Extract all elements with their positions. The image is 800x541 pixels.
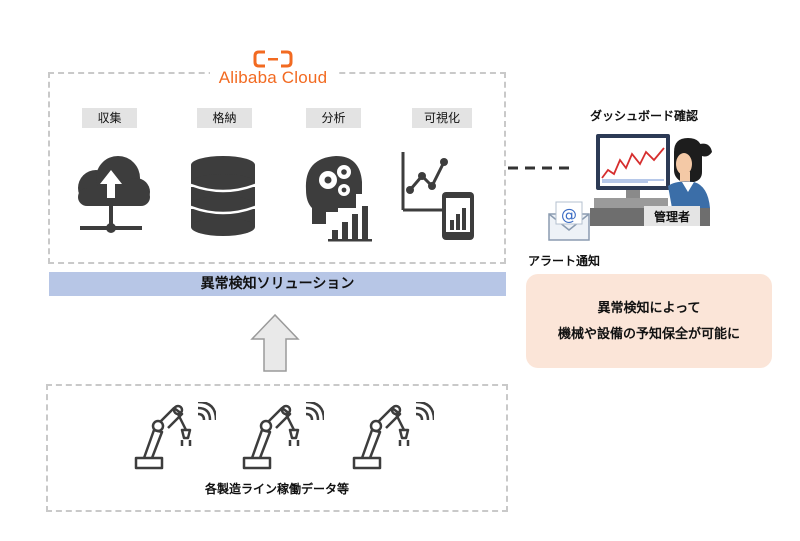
robot-arm-icon (134, 402, 216, 470)
admin-monitor-icon (590, 134, 712, 226)
alert-caption: アラート通知 (528, 254, 601, 268)
robot-arm-icon (242, 402, 324, 470)
step-label-store: 格納 (197, 108, 252, 128)
step-label-analyze: 分析 (306, 108, 361, 128)
admin-badge-label: 管理者 (653, 210, 690, 224)
factory-caption: 各製造ライン稼働データ等 (204, 482, 349, 496)
result-line-1: 異常検知によって (597, 301, 701, 316)
result-box: 異常検知によって 機械や設備の予知保全が可能に (526, 274, 772, 368)
dashed-connector (508, 166, 574, 170)
database-icon (190, 156, 256, 236)
admin-badge: 管理者 (644, 206, 700, 226)
result-line-2: 機械や設備の予知保全が可能に (557, 327, 740, 342)
alibaba-cloud-logo-icon (253, 50, 293, 68)
cloud-upload-icon (78, 156, 150, 233)
svg-text:@: @ (561, 205, 577, 224)
alibaba-cloud-logo-text: Alibaba Cloud (218, 68, 328, 87)
step-label-visualize: 可視化 (412, 108, 472, 128)
factory-box (46, 384, 508, 512)
up-arrow-icon (250, 313, 300, 372)
step-label-collect: 収集 (82, 108, 137, 128)
alibaba-cloud-logo: Alibaba Cloud (210, 50, 336, 96)
robot-arm-icon (352, 402, 434, 470)
solution-banner: 異常検知ソリューション (49, 272, 506, 296)
email-envelope-icon: @ (548, 201, 590, 241)
dashboard-caption: ダッシュボード確認 (590, 109, 699, 123)
chart-visualization-icon (401, 152, 474, 240)
brain-analytics-icon (305, 156, 374, 242)
